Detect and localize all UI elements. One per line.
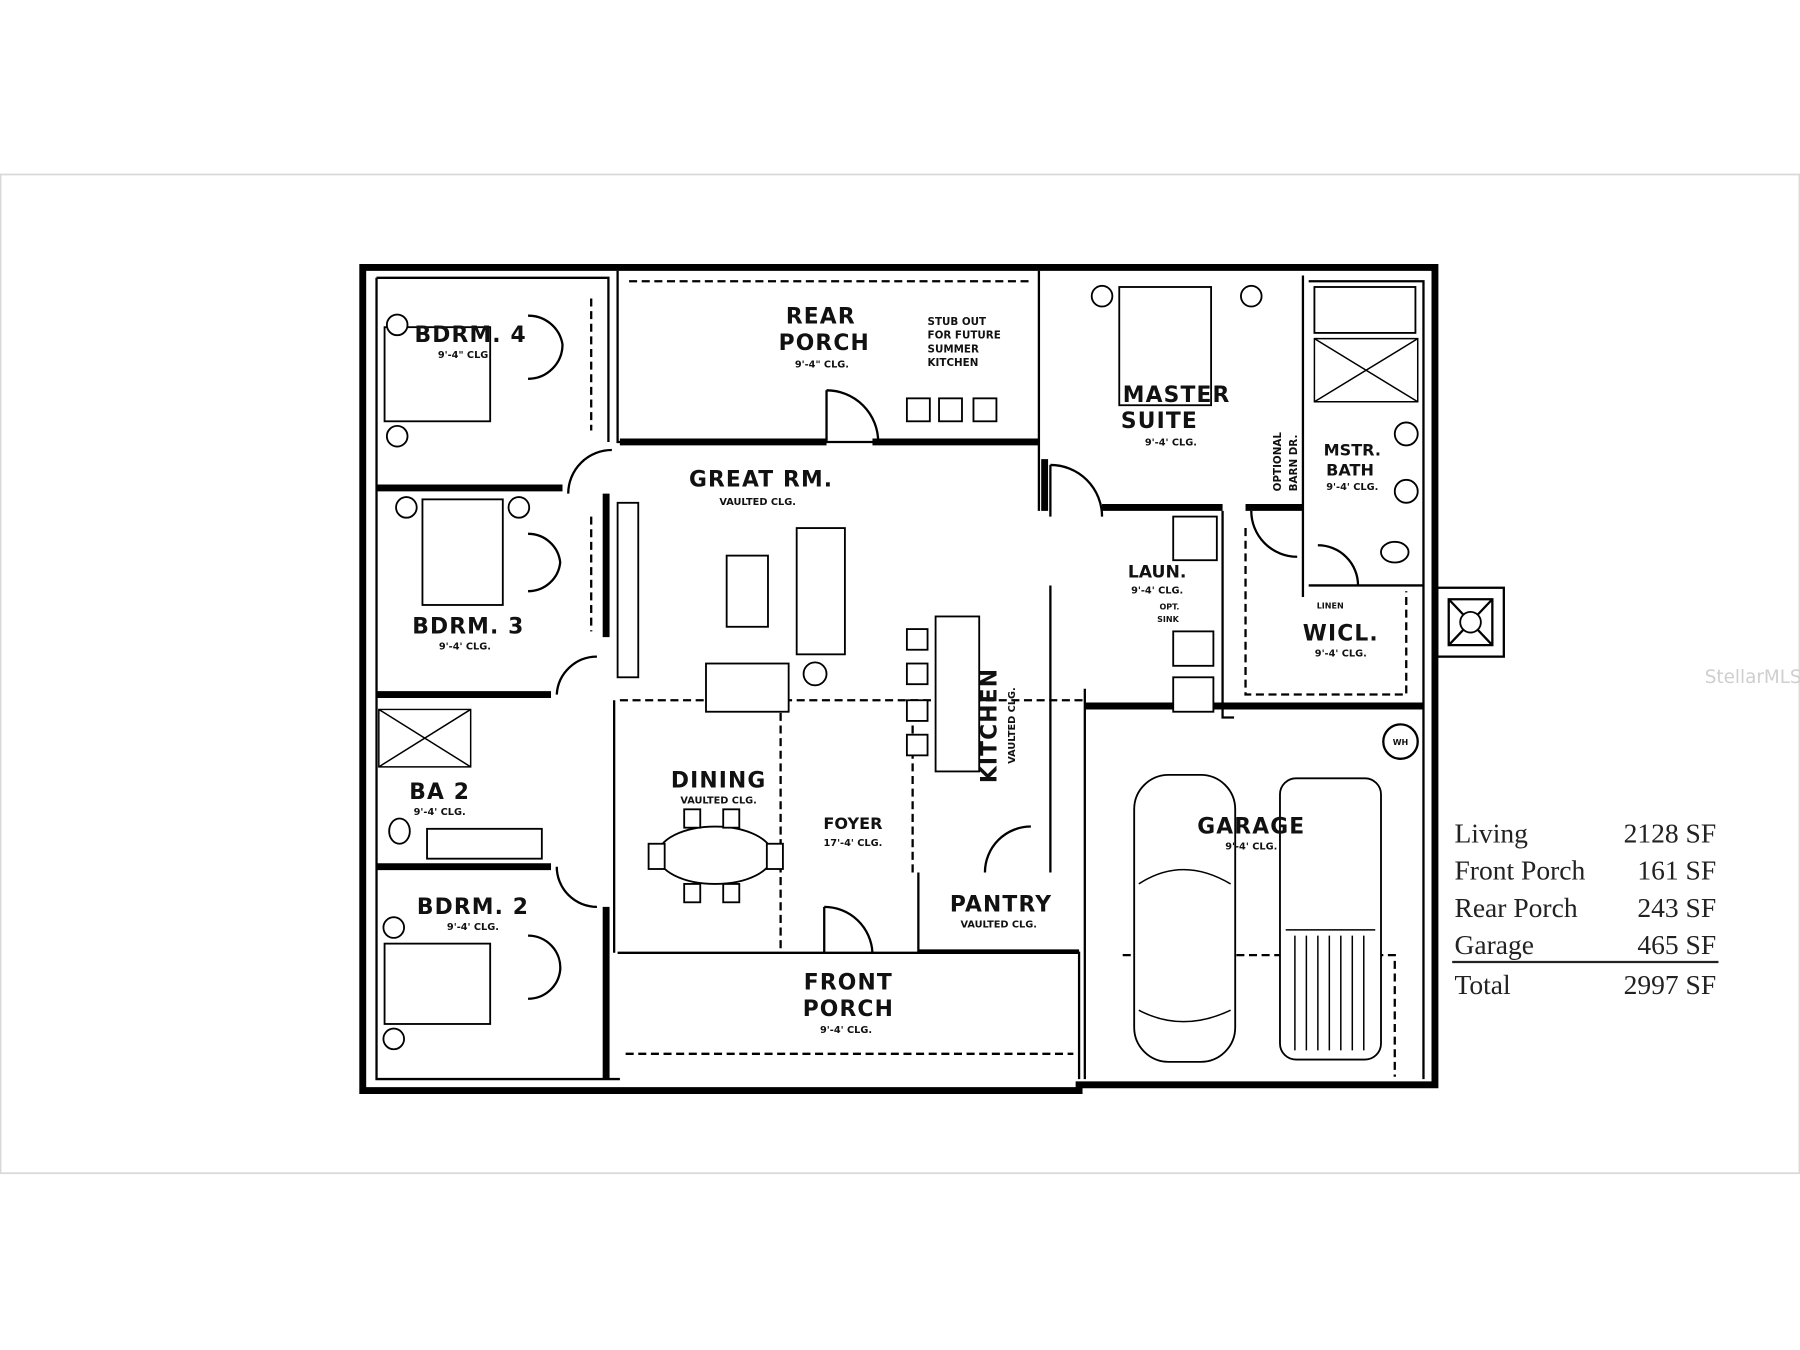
- master-ceiling: 9'-4' CLG.: [1145, 437, 1197, 448]
- bed-bdrm2: [383, 942, 492, 1025]
- mstr-bath-ceiling: 9'-4' CLG.: [1326, 482, 1378, 493]
- watermark: StellarMLS: [1705, 667, 1800, 688]
- bed-bdrm4: [383, 326, 492, 423]
- stub-out-note-4: KITCHEN: [928, 357, 979, 369]
- rear-porch-ceiling: 9'-4" CLG.: [795, 359, 849, 370]
- pantry-label: PANTRY: [950, 892, 1052, 917]
- bdrm2-ceiling: 9'-4' CLG.: [447, 922, 499, 933]
- area-total-label: Total: [1454, 969, 1511, 1000]
- dining-label: DINING: [671, 769, 767, 794]
- plan-frame: [0, 173, 1800, 1175]
- bdrm4-ceiling: 9'-4" CLG.: [438, 350, 492, 361]
- mstr-bath-label-1: MSTR.: [1324, 441, 1381, 460]
- kitchen-island: [934, 615, 981, 773]
- stub-out-note-1: STUB OUT: [928, 316, 987, 328]
- outdoor-fireplace: [1436, 586, 1505, 658]
- stub-out-note-2: FOR FUTURE: [928, 330, 1001, 342]
- rear-porch-label-1: REAR: [786, 305, 856, 330]
- ba2-ceiling: 9'-4' CLG.: [414, 807, 466, 818]
- bed-bdrm3: [421, 498, 504, 606]
- area-row-front-porch-value: 161 SF: [1637, 854, 1716, 885]
- water-heater-label: WH: [1393, 738, 1409, 747]
- tv-console: [616, 501, 640, 679]
- rear-porch-label-2: PORCH: [779, 331, 870, 356]
- front-porch-ceiling: 9'-4' CLG.: [820, 1025, 872, 1036]
- bdrm2-label: BDRM. 2: [417, 895, 529, 920]
- area-row-living-value: 2128 SF: [1624, 818, 1717, 849]
- wicl-ceiling: 9'-4' CLG.: [1315, 649, 1367, 660]
- dining-ceiling: VAULTED CLG.: [680, 796, 757, 807]
- bdrm4-label: BDRM. 4: [415, 323, 527, 348]
- bdrm3-ceiling: 9'-4' CLG.: [439, 642, 491, 653]
- area-row-garage-value: 465 SF: [1637, 929, 1716, 960]
- front-porch-label-2: PORCH: [803, 997, 894, 1022]
- laundry-label: LAUN.: [1128, 562, 1187, 582]
- stub-out-note-3: SUMMER: [928, 343, 979, 355]
- opt-sink-note-2: SINK: [1157, 615, 1179, 624]
- wicl-label: WICL.: [1303, 622, 1379, 647]
- garage-ceiling: 9'-4' CLG.: [1225, 841, 1277, 852]
- exterior-walls: [359, 264, 1439, 1095]
- bdrm3-label: BDRM. 3: [412, 615, 524, 640]
- pantry-ceiling: VAULTED CLG.: [960, 920, 1037, 931]
- coffee-table: [725, 554, 769, 628]
- great-room-label: GREAT RM.: [689, 468, 833, 493]
- foyer-ceiling: 17'-4' CLG.: [824, 838, 883, 849]
- area-row-rear-porch-label: Rear Porch: [1454, 892, 1577, 923]
- truck: [1279, 777, 1382, 1061]
- area-table: Living 2128 SF Front Porch 161 SF Rear P…: [1452, 818, 1719, 1000]
- laundry-ceiling: 9'-4' CLG.: [1131, 585, 1183, 596]
- opt-sink-note-1: OPT.: [1159, 603, 1179, 612]
- car: [1133, 773, 1237, 1063]
- area-row-garage-label: Garage: [1454, 929, 1534, 960]
- furniture: [378, 284, 1419, 1063]
- kitchen-ceiling: VAULTED CLG.: [1007, 687, 1018, 764]
- master-label-2: SUITE: [1121, 409, 1198, 434]
- dining-table: [656, 825, 774, 885]
- master-label-1: MASTER: [1123, 383, 1231, 408]
- area-row-rear-porch-value: 243 SF: [1637, 892, 1716, 923]
- barn-door-note-1: OPTIONAL: [1272, 432, 1284, 492]
- ba2-label: BA 2: [409, 780, 470, 805]
- barn-door-note-2: BARN DR.: [1288, 435, 1300, 492]
- room-labels: BDRM. 4 9'-4" CLG. REAR PORCH 9'-4" CLG.…: [409, 305, 1381, 1036]
- area-row-living-label: Living: [1454, 818, 1528, 849]
- kitchen-label: KITCHEN: [977, 668, 1002, 783]
- garage-label: GARAGE: [1197, 814, 1305, 839]
- foyer-label: FOYER: [823, 814, 883, 833]
- water-heater: [1382, 723, 1419, 760]
- bed-master: [1118, 286, 1213, 407]
- area-row-front-porch-label: Front Porch: [1454, 854, 1585, 885]
- front-porch-label-1: FRONT: [804, 971, 893, 996]
- area-total-value: 2997 SF: [1624, 969, 1717, 1000]
- linen-label: LINEN: [1317, 601, 1344, 610]
- mstr-bath-label-2: BATH: [1326, 460, 1374, 479]
- doors: [528, 314, 1360, 1000]
- sofa: [795, 527, 846, 656]
- great-room-ceiling: VAULTED CLG.: [719, 497, 796, 508]
- loveseat: [705, 662, 790, 713]
